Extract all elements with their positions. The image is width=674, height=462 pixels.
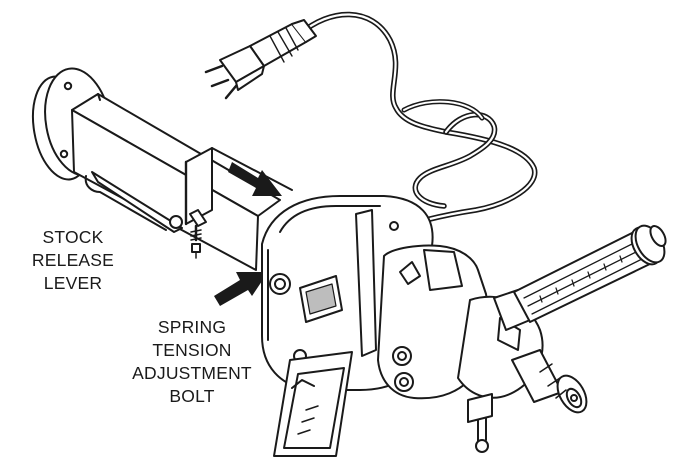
label-line: TENSION <box>152 340 232 360</box>
label-line: ADJUSTMENT <box>132 363 252 383</box>
direction-arrow-icon <box>214 162 282 306</box>
label-line: STOCK <box>42 227 104 247</box>
spring-tension-adjustment-bolt <box>169 209 207 259</box>
stock-release-lever <box>84 171 183 233</box>
spring-tension-adjustment-bolt-label: SPRING TENSION ADJUSTMENT BOLT <box>118 316 266 408</box>
label-line: RELEASE <box>31 250 115 270</box>
water-valve <box>467 393 493 453</box>
label-line: LEVER <box>43 273 103 293</box>
label-line: SPRING <box>157 317 227 337</box>
side-handle <box>493 224 667 331</box>
stock-release-lever-label: STOCK RELEASE LEVER <box>14 226 132 295</box>
power-plug-icon <box>204 19 317 100</box>
label-line: BOLT <box>169 386 215 406</box>
stock-arm <box>71 93 293 271</box>
pistol-grip <box>273 351 353 457</box>
spindle-adapter <box>511 349 588 414</box>
